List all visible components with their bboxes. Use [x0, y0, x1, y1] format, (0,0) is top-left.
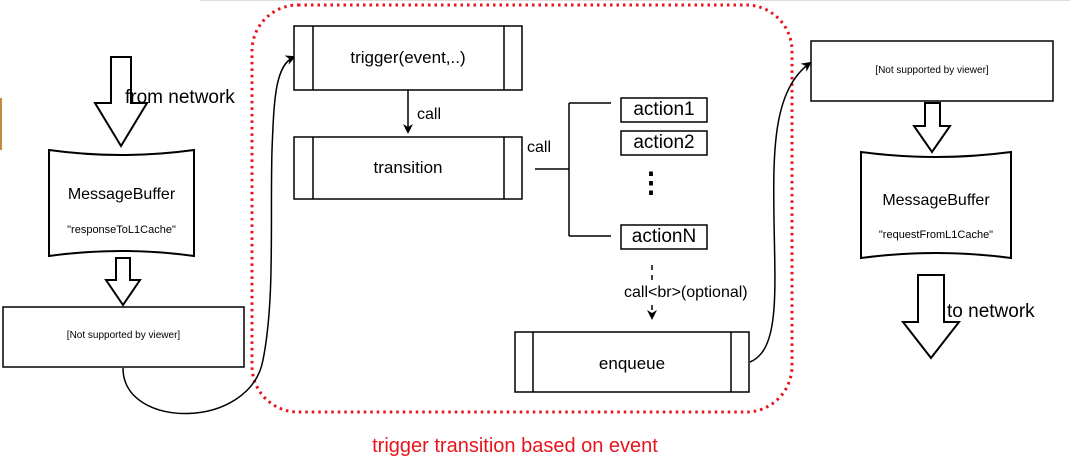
action2-label: action2 [633, 132, 695, 153]
left-placeholder-text: [Not supported by viewer] [66, 330, 181, 341]
right-buffer-name: "requestFromL1Cache" [878, 229, 994, 241]
call-label-2: call [527, 139, 552, 156]
enqueue-to-right-connector [749, 61, 812, 363]
right-placeholder-out-arrow [912, 102, 952, 154]
call-label-1: call [417, 106, 442, 123]
actions-ellipsis: ⋮ [637, 167, 665, 198]
left-to-trigger-connector [122, 55, 296, 415]
from-network-arrow [93, 56, 149, 148]
region-caption: trigger transition based on event [372, 435, 658, 457]
left-edge-marker [0, 98, 2, 150]
actionN-box [620, 224, 708, 250]
actionN-label: actionN [631, 226, 697, 247]
right-placeholder-text: [Not supported by viewer] [875, 65, 989, 76]
call-optional-label: call<br>(optional) [624, 284, 748, 302]
left-placeholder-box [2, 306, 245, 368]
left-buffer-out-arrow [104, 257, 142, 307]
action1-label: action1 [633, 99, 695, 120]
left-buffer-title: MessageBuffer [67, 186, 176, 203]
right-placeholder-box [810, 40, 1054, 102]
trigger-region [250, 3, 794, 414]
enqueue-box [514, 331, 750, 393]
transition-box [293, 136, 523, 200]
left-buffer-name: "responseToL1Cache" [67, 224, 176, 236]
from-network-label: from network [125, 87, 235, 108]
right-message-buffer-shape [860, 150, 1012, 260]
right-buffer-title: MessageBuffer [882, 192, 990, 209]
to-network-arrow [900, 274, 962, 360]
transition-label: transition [373, 158, 443, 177]
action1-box [620, 97, 708, 123]
trigger-label: trigger(event,..) [350, 48, 466, 67]
enqueue-label: enqueue [598, 354, 666, 373]
action2-box [620, 130, 708, 156]
left-message-buffer-shape [48, 148, 195, 258]
to-network-label: to network [947, 301, 1035, 322]
